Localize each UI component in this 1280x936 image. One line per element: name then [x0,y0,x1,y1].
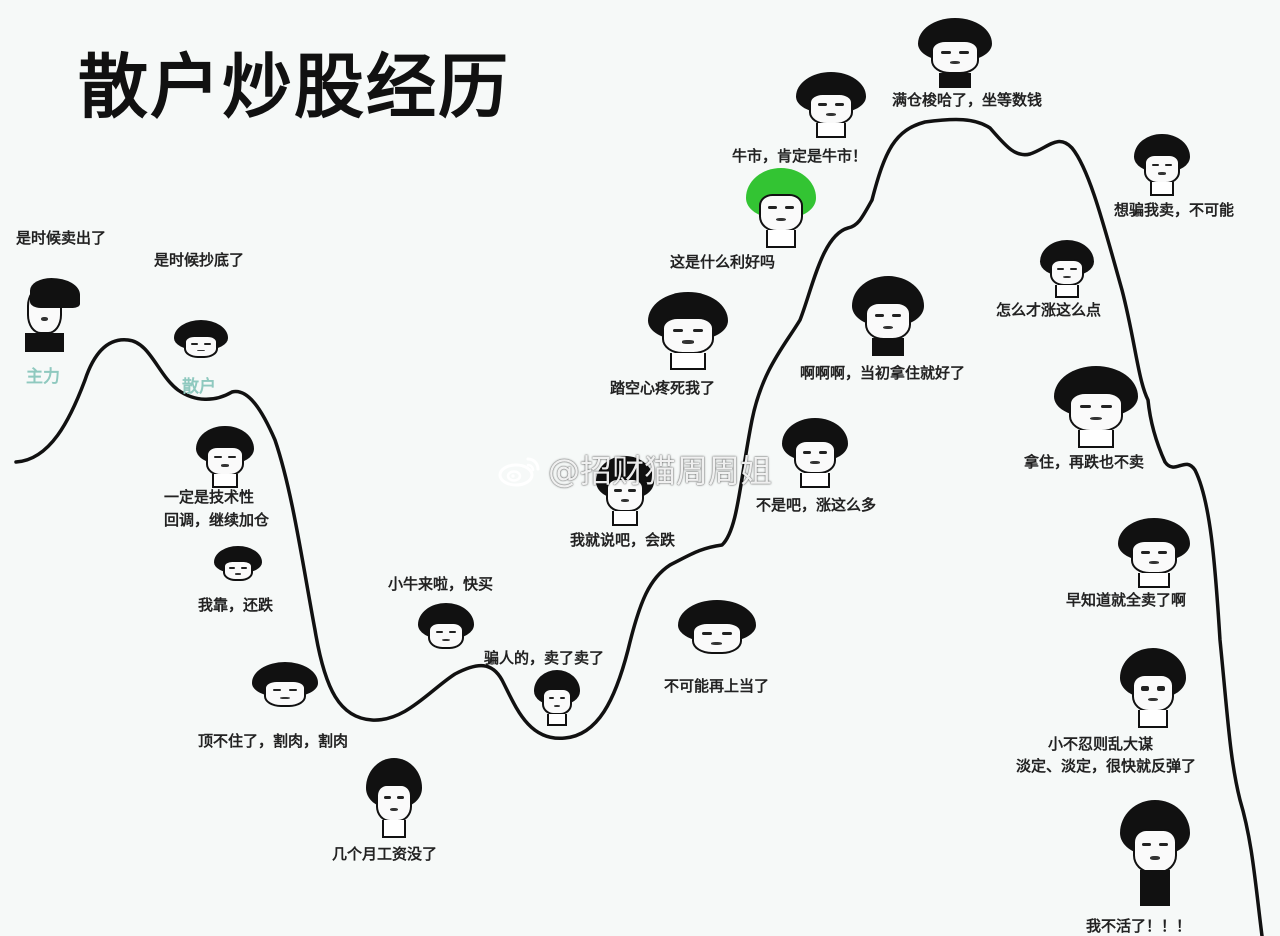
face-should-have-held [852,276,924,356]
caption-only-rose-little: 怎么才涨这么点 [996,301,1102,319]
face-rose-so-much [782,418,848,488]
caption-should-sold-all: 早知道就全卖了啊 [1066,591,1187,609]
face-green-helmet [746,168,816,248]
face-tech-pullback [196,426,254,488]
watermark-text: @招财猫周周姐 [548,452,773,490]
caption-knew-it: 我就说吧，会跌 [570,531,676,549]
caption-still-falling: 我靠，还跌 [198,596,274,614]
face-knew-it [596,456,654,526]
caption-fooled-sell: 骗人的，卖了卖了 [484,649,605,667]
face-not-fooled-again [678,600,756,668]
face-shorted-regret [648,292,728,370]
main-force-face [24,278,80,352]
face-full-position [918,18,992,88]
caption-tech-pullback-2: 回调，继续加仓 [164,511,270,529]
caption-buy-dip: 是时候抄底了 [154,251,245,269]
caption-want-me-sell: 想骗我卖，不可能 [1114,201,1235,219]
caption-not-fooled-again: 不可能再上当了 [664,677,770,695]
page-title: 散户炒股经历 [78,46,510,128]
face-want-me-sell [1134,134,1190,196]
caption-shorted-regret: 踏空心疼死我了 [610,379,716,397]
face-hold-never-sell [1054,366,1138,448]
face-salary-gone [366,758,422,838]
face-patience [1120,648,1186,728]
weibo-icon [498,457,540,487]
caption-bull-market: 牛市，肯定是牛市！ [732,147,868,165]
face-cut-loss [252,662,318,718]
caption-tech-pullback-1: 一定是技术性 [164,488,255,506]
caption-what-good-news: 这是什么利好吗 [670,253,776,271]
caption-should-have-held: 啊啊啊，当初拿住就好了 [800,364,966,382]
face-should-sold-all [1118,518,1190,588]
retail-face [174,320,228,368]
caption-patience-2: 淡定、淡定，很快就反弹了 [1016,757,1197,775]
face-only-rose-little [1040,240,1094,298]
role-main-force: 主力 [26,367,60,387]
face-bull-market [796,72,866,138]
caption-full-position: 满仓梭哈了，坐等数钱 [892,91,1043,109]
caption-rose-so-much: 不是吧，涨这么多 [756,496,877,514]
face-fooled-sell [534,670,580,726]
caption-sell-time: 是时候卖出了 [16,229,107,247]
face-give-up [1120,800,1190,910]
caption-give-up: 我不活了！！！ [1086,917,1192,935]
face-still-falling [214,546,262,590]
caption-cut-loss: 顶不住了，割肉，割肉 [198,732,349,750]
face-small-bull [418,603,474,661]
caption-patience-1: 小不忍则乱大谋 [1048,735,1154,753]
caption-salary-gone: 几个月工资没了 [332,845,438,863]
role-retail: 散户 [182,377,216,397]
caption-small-bull: 小牛来啦，快买 [388,575,494,593]
watermark: @招财猫周周姐 [498,446,772,492]
caption-hold-never-sell: 拿住，再跌也不卖 [1024,453,1145,471]
